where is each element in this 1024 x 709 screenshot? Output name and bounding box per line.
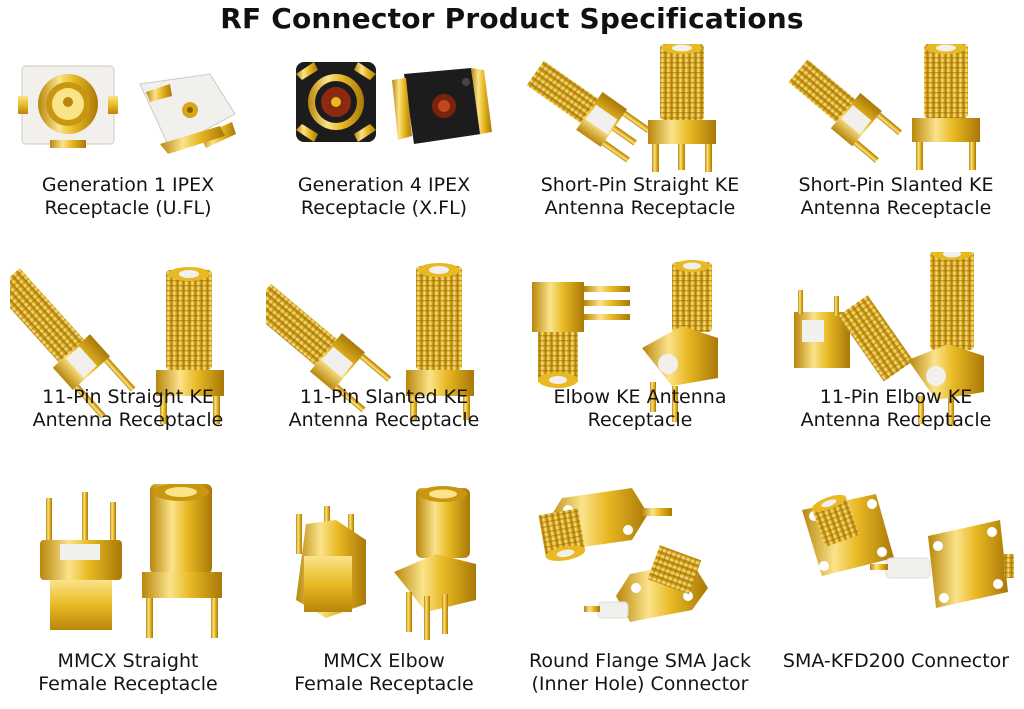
caption-line: Elbow KE Antenna (553, 386, 727, 408)
caption-line: Receptacle (U.FL) (44, 197, 212, 219)
product-grid: Generation 1 IPEX Receptacle (U.FL) Gene… (0, 44, 1024, 709)
caption-line: Short-Pin Straight KE (540, 174, 740, 196)
caption-line: 11-Pin Elbow KE (819, 386, 973, 408)
product-card: Generation 4 IPEX Receptacle (X.FL) (256, 44, 512, 244)
product-caption: Generation 4 IPEX Receptacle (X.FL) (256, 174, 512, 220)
product-card: 11-Pin Slanted KE Antenna Receptacle (256, 244, 512, 476)
product-caption: Short-Pin Slanted KE Antenna Receptacle (768, 174, 1024, 220)
caption-line: Antenna Receptacle (800, 409, 992, 431)
mmcx-elbow-icon (296, 486, 476, 640)
product-card: 11-Pin Elbow KE Antenna Receptacle (768, 244, 1024, 476)
caption-line: Antenna Receptacle (288, 409, 480, 431)
product-card: Generation 1 IPEX Receptacle (U.FL) (0, 44, 256, 244)
page-title: RF Connector Product Specifications (220, 2, 804, 35)
product-caption: 11-Pin Slanted KE Antenna Receptacle (256, 386, 512, 432)
product-card: MMCX Straight Female Receptacle (0, 476, 256, 709)
ipex-gen4-connector-icon (296, 62, 492, 144)
caption-line: Antenna Receptacle (32, 409, 224, 431)
caption-line: MMCX Straight (57, 650, 199, 672)
caption-line: Round Flange SMA Jack (528, 650, 752, 672)
product-card: Round Flange SMA Jack (Inner Hole) Conne… (512, 476, 768, 709)
caption-line: Receptacle (X.FL) (300, 197, 468, 219)
product-caption: 11-Pin Elbow KE Antenna Receptacle (768, 386, 1024, 432)
product-card: Elbow KE Antenna Receptacle (512, 244, 768, 476)
caption-line: Female Receptacle (38, 673, 218, 695)
product-caption: MMCX Elbow Female Receptacle (256, 650, 512, 696)
sma-elbow-long-icon (794, 252, 984, 426)
sma-straight-short-icon (526, 44, 716, 172)
caption-line: 11-Pin Straight KE (42, 386, 214, 408)
sma-straight-long-icon (10, 267, 224, 424)
caption-line: SMA-KFD200 Connector (782, 650, 1010, 672)
sma-slanted-long-icon (266, 263, 474, 420)
product-caption: MMCX Straight Female Receptacle (0, 650, 256, 696)
product-caption: SMA-KFD200 Connector (768, 650, 1024, 673)
caption-line: MMCX Elbow (323, 650, 445, 672)
caption-line: Short-Pin Slanted KE (798, 174, 994, 196)
sma-elbow-icon (532, 260, 718, 422)
caption-line: Receptacle (587, 409, 693, 431)
caption-line: Generation 1 IPEX (41, 174, 215, 196)
sma-round-flange-icon (538, 488, 708, 622)
caption-line: Female Receptacle (294, 673, 474, 695)
product-caption: Round Flange SMA Jack (Inner Hole) Conne… (512, 650, 768, 696)
sma-kfd200-icon (802, 494, 1014, 608)
ipex-gen1-connector-icon (18, 65, 236, 154)
caption-line: (Inner Hole) Connector (531, 673, 749, 695)
product-card: MMCX Elbow Female Receptacle (256, 476, 512, 709)
caption-line: Antenna Receptacle (544, 197, 736, 219)
product-card: Short-Pin Straight KE Antenna Receptacle (512, 44, 768, 244)
mmcx-straight-icon (40, 484, 222, 638)
product-caption: 11-Pin Straight KE Antenna Receptacle (0, 386, 256, 432)
caption-line: Antenna Receptacle (800, 197, 992, 219)
caption-line: Generation 4 IPEX (297, 174, 471, 196)
product-caption: Elbow KE Antenna Receptacle (512, 386, 768, 432)
product-card: 11-Pin Straight KE Antenna Receptacle (0, 244, 256, 476)
product-card: SMA-KFD200 Connector (768, 476, 1024, 709)
caption-line: 11-Pin Slanted KE (299, 386, 469, 408)
sma-slanted-short-icon (788, 44, 980, 170)
product-caption: Short-Pin Straight KE Antenna Receptacle (512, 174, 768, 220)
product-card: Short-Pin Slanted KE Antenna Receptacle (768, 44, 1024, 244)
product-caption: Generation 1 IPEX Receptacle (U.FL) (0, 174, 256, 220)
